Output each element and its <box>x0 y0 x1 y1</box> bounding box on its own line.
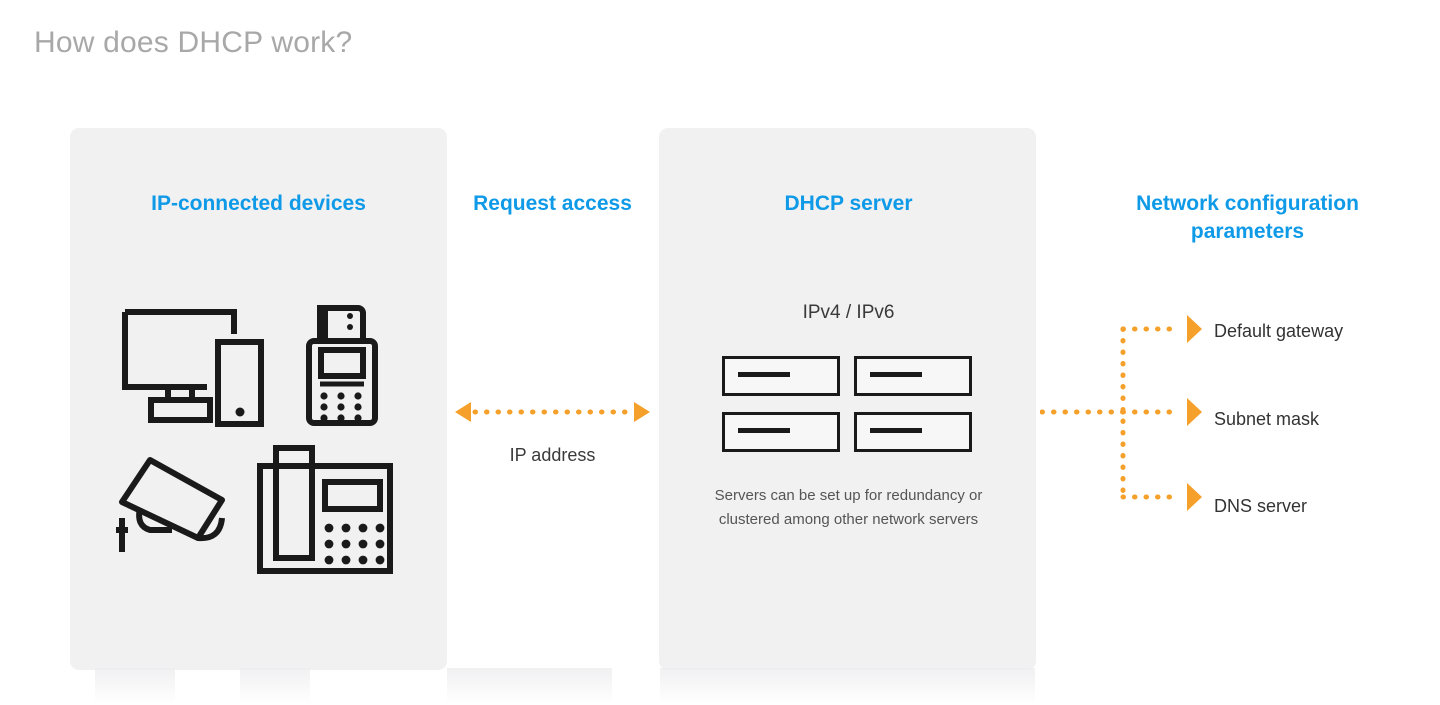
parameter-item-default-gateway: Default gateway <box>1214 321 1344 341</box>
panel-shadow-streak <box>240 668 310 704</box>
device-icon-group <box>110 290 410 580</box>
panel-shadow-streak <box>95 668 175 704</box>
security-camera-icon <box>116 457 225 552</box>
request-access-heading: Request access <box>473 192 632 215</box>
network-parameters-heading: Network configuration parameters <box>1136 192 1359 243</box>
desk-phone-icon <box>257 445 393 574</box>
server-rack-unit <box>722 356 840 396</box>
desktop-computer-icon <box>122 309 264 427</box>
arrow-head-0 <box>1187 315 1202 343</box>
server-rack-unit <box>854 356 972 396</box>
arrow-head-2 <box>1187 483 1202 511</box>
arrow-head-1 <box>1187 398 1202 426</box>
server-rack-group <box>722 356 972 452</box>
parameter-item-dns-server: DNS server <box>1214 496 1308 516</box>
dhcp-server-heading: DHCP server <box>784 192 913 215</box>
panel-shadow-streak <box>660 668 1035 704</box>
server-rack-unit <box>854 412 972 452</box>
handheld-scanner-icon <box>306 305 378 426</box>
parameter-connector-tree <box>1039 305 1205 520</box>
ip-address-bidirectional-arrow <box>455 398 650 426</box>
ip-address-label: IP address <box>509 445 596 465</box>
server-redundancy-note: Servers can be set up for redundancy or … <box>714 487 983 528</box>
dhcp-server-panel <box>659 128 1036 670</box>
panel-shadow-streak <box>447 668 612 704</box>
arrow-head-left <box>455 402 471 422</box>
server-rack-unit <box>722 412 840 452</box>
devices-heading: IP-connected devices <box>151 192 366 215</box>
ip-protocol-label: IPv4 / IPv6 <box>802 302 895 323</box>
page-title: How does DHCP work? <box>34 26 353 59</box>
arrow-head-right <box>634 402 650 422</box>
parameter-item-subnet-mask: Subnet mask <box>1214 409 1320 429</box>
